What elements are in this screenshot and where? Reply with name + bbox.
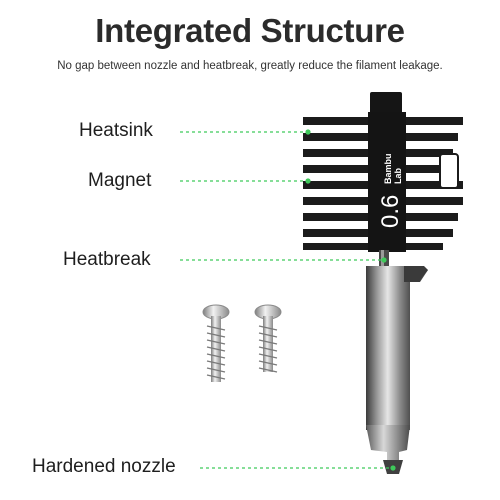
heatsink-label: Heatsink [79, 120, 153, 141]
heatsink-point [305, 129, 311, 135]
heatsink [303, 92, 463, 252]
nozzle-point [390, 465, 396, 471]
page-title: Integrated Structure [95, 12, 405, 49]
heatbreak-point [381, 257, 387, 263]
page-subtitle: No gap between nozzle and heatbreak, gre… [57, 60, 443, 72]
size-marking: 0.6 [377, 195, 404, 228]
brand-line-2: Lab [393, 167, 403, 184]
heatbreak-label: Heatbreak [63, 249, 151, 270]
magnet-label: Magnet [88, 170, 152, 191]
hardened-nozzle-label: Hardened nozzle [32, 456, 176, 477]
brand-line-1: Bambu [383, 153, 393, 184]
magnet-point [305, 178, 311, 184]
screw-icon [202, 304, 230, 382]
screw-icon [254, 304, 282, 373]
nozzle-body [366, 266, 428, 474]
